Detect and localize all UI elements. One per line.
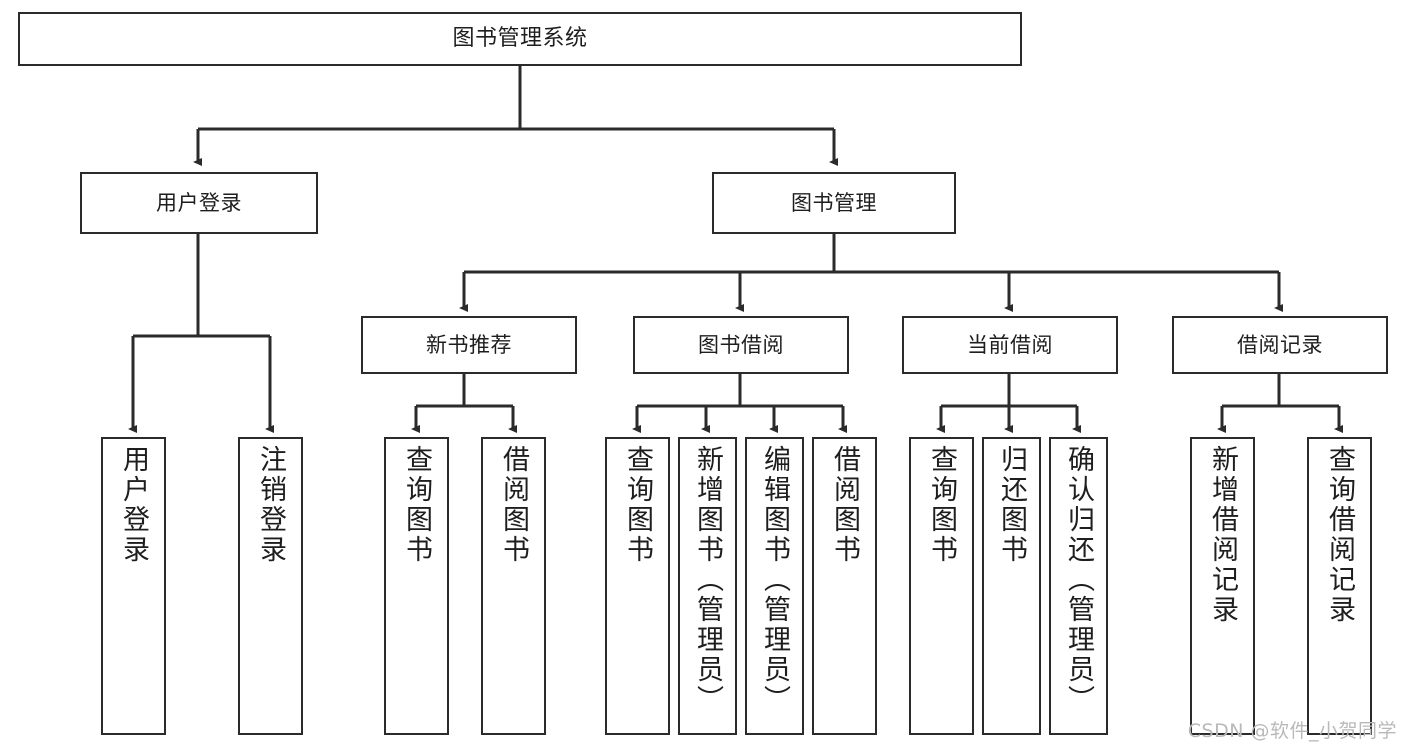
- leaf-confirm-return-admin[interactable]: 确认归还（管理员）: [1049, 437, 1108, 735]
- leaf-query-book-borrow[interactable]: 查询图书: [605, 437, 670, 735]
- leaf-query-borrow-record[interactable]: 查询借阅记录: [1307, 437, 1372, 735]
- node-label: 用户登录: [118, 445, 149, 565]
- node-label: 查询借阅记录: [1324, 445, 1355, 625]
- node-label: 当前借阅: [967, 332, 1053, 357]
- leaf-query-book-current[interactable]: 查询图书: [909, 437, 974, 735]
- node-new-book-recommend[interactable]: 新书推荐: [361, 316, 577, 374]
- leaf-return-book[interactable]: 归还图书: [982, 437, 1041, 735]
- node-label: 确认归还（管理员）: [1063, 445, 1094, 715]
- node-book-borrow[interactable]: 图书借阅: [633, 316, 849, 374]
- leaf-user-login[interactable]: 用户登录: [101, 437, 166, 735]
- node-label: 查询图书: [926, 445, 957, 565]
- node-label: 查询图书: [401, 445, 432, 565]
- leaf-edit-book-admin[interactable]: 编辑图书（管理员）: [745, 437, 804, 735]
- node-root-system[interactable]: 图书管理系统: [18, 12, 1022, 66]
- leaf-query-book-recommend[interactable]: 查询图书: [384, 437, 449, 735]
- leaf-logout[interactable]: 注销登录: [238, 437, 303, 735]
- node-label: 借阅图书: [829, 445, 860, 565]
- node-borrow-record[interactable]: 借阅记录: [1172, 316, 1388, 374]
- node-book-management[interactable]: 图书管理: [712, 172, 956, 234]
- leaf-add-borrow-record[interactable]: 新增借阅记录: [1190, 437, 1255, 735]
- node-label: 图书管理系统: [452, 26, 588, 52]
- node-current-borrow[interactable]: 当前借阅: [902, 316, 1118, 374]
- node-label: 用户登录: [156, 190, 242, 215]
- watermark: CSDN @软件_小贺同学: [1187, 720, 1397, 742]
- leaf-borrow-book[interactable]: 借阅图书: [812, 437, 877, 735]
- leaf-add-book-admin[interactable]: 新增图书（管理员）: [678, 437, 737, 735]
- node-label: 借阅记录: [1237, 332, 1323, 357]
- node-label: 编辑图书（管理员）: [759, 445, 790, 715]
- node-label: 注销登录: [255, 445, 286, 565]
- node-label: 新增借阅记录: [1207, 445, 1238, 625]
- node-label: 新增图书（管理员）: [692, 445, 723, 715]
- node-label: 归还图书: [996, 445, 1027, 565]
- node-user-login[interactable]: 用户登录: [80, 172, 318, 234]
- leaf-borrow-book-recommend[interactable]: 借阅图书: [481, 437, 546, 735]
- node-label: 新书推荐: [426, 332, 512, 357]
- node-label: 查询图书: [622, 445, 653, 565]
- node-label: 借阅图书: [498, 445, 529, 565]
- node-label: 图书借阅: [698, 332, 784, 357]
- node-label: 图书管理: [791, 190, 877, 215]
